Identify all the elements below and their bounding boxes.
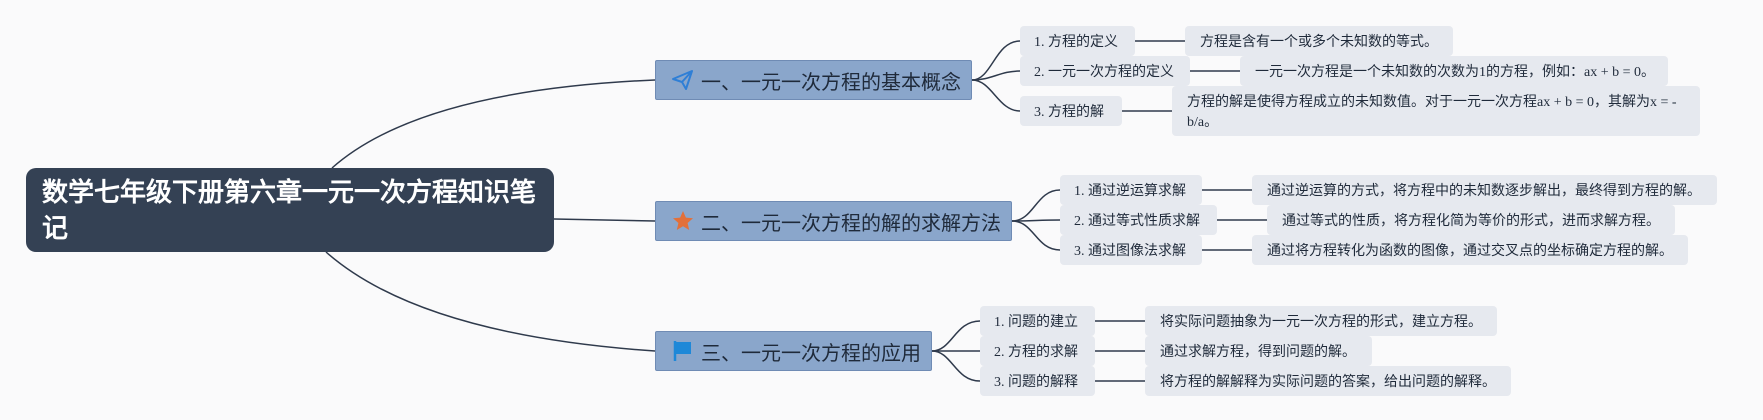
subtopic-label: 3. 通过图像法求解 [1074, 244, 1186, 259]
detail-3-2[interactable]: 通过求解方程，得到问题的解。 [1145, 336, 1372, 366]
send-icon [671, 68, 695, 92]
subtopic-3-1[interactable]: 1. 问题的建立 [980, 306, 1095, 336]
detail-text: 一元一次方程是一个未知数的次数为1的方程，例如：ax + b = 0。 [1255, 65, 1656, 80]
detail-2-2[interactable]: 通过等式的性质，将方程化简为等价的形式，进而求解方程。 [1267, 205, 1675, 235]
root-topic-title: 数学七年级下册第六章一元一次方程知识笔记 [42, 178, 537, 244]
connector-branch-2-item-3 [1011, 220, 1061, 251]
connector-branch-1-item-1 [971, 40, 1021, 81]
subtopic-label: 3. 方程的解 [1034, 105, 1104, 120]
subtopic-label: 1. 通过逆运算求解 [1074, 184, 1186, 199]
connector-branch-2-item-1 [1011, 189, 1061, 222]
star-icon [671, 209, 695, 233]
detail-text: 通过逆运算的方式，将方程中的未知数逐步解出，最终得到方程的解。 [1267, 184, 1701, 199]
detail-text: 通过等式的性质，将方程化简为等价的形式，进而求解方程。 [1282, 214, 1660, 229]
subtopic-label: 1. 问题的建立 [994, 315, 1078, 330]
detail-1-3[interactable]: 方程的解是使得方程成立的未知数值。对于一元一次方程ax + b = 0，其解为x… [1172, 86, 1700, 136]
subtopic-label: 2. 通过等式性质求解 [1074, 214, 1200, 229]
branch-topic-2-title: 二、一元一次方程的解的求解方法 [701, 210, 1001, 235]
detail-text: 方程的解是使得方程成立的未知数值。对于一元一次方程ax + b = 0，其解为x… [1187, 95, 1677, 130]
connector-branch-1-item-2 [971, 70, 1021, 81]
subtopic-2-3[interactable]: 3. 通过图像法求解 [1060, 235, 1202, 265]
branch-topic-1-title: 一、一元一次方程的基本概念 [701, 69, 961, 94]
subtopic-2-2[interactable]: 2. 通过等式性质求解 [1060, 205, 1217, 235]
flag-icon [671, 339, 695, 363]
connector-branch-1-item-3 [971, 79, 1021, 112]
connector-branch-3-item-1 [931, 320, 981, 352]
connector-root-to-branch-2 [553, 218, 656, 222]
detail-text: 将方程的解解释为实际问题的答案，给出问题的解释。 [1160, 375, 1496, 390]
subtopic-label: 2. 一元一次方程的定义 [1034, 65, 1174, 80]
subtopic-2-1[interactable]: 1. 通过逆运算求解 [1060, 175, 1202, 205]
subtopic-1-2[interactable]: 2. 一元一次方程的定义 [1020, 56, 1190, 86]
detail-text: 方程是含有一个或多个未知数的等式。 [1200, 35, 1438, 50]
detail-3-1[interactable]: 将实际问题抽象为一元一次方程的形式，建立方程。 [1145, 306, 1497, 336]
detail-1-1[interactable]: 方程是含有一个或多个未知数的等式。 [1185, 26, 1453, 56]
branch-topic-3[interactable]: 三、一元一次方程的应用 [655, 331, 932, 371]
detail-text: 通过将方程转化为函数的图像，通过交叉点的坐标确定方程的解。 [1267, 244, 1673, 259]
connector-root-to-branch-3 [325, 251, 656, 352]
subtopic-label: 3. 问题的解释 [994, 375, 1078, 390]
detail-2-1[interactable]: 通过逆运算的方式，将方程中的未知数逐步解出，最终得到方程的解。 [1252, 175, 1717, 205]
connector-branch-3-item-3 [931, 350, 981, 382]
subtopic-label: 2. 方程的求解 [994, 345, 1078, 360]
branch-topic-3-title: 三、一元一次方程的应用 [701, 340, 921, 365]
detail-text: 将实际问题抽象为一元一次方程的形式，建立方程。 [1160, 315, 1482, 330]
subtopic-1-1[interactable]: 1. 方程的定义 [1020, 26, 1135, 56]
subtopic-label: 1. 方程的定义 [1034, 35, 1118, 50]
detail-2-3[interactable]: 通过将方程转化为函数的图像，通过交叉点的坐标确定方程的解。 [1252, 235, 1688, 265]
subtopic-3-3[interactable]: 3. 问题的解释 [980, 366, 1095, 396]
root-topic[interactable]: 数学七年级下册第六章一元一次方程知识笔记 [26, 168, 554, 252]
detail-text: 通过求解方程，得到问题的解。 [1160, 345, 1356, 360]
connector-root-to-branch-1 [331, 79, 656, 169]
detail-1-2[interactable]: 一元一次方程是一个未知数的次数为1的方程，例如：ax + b = 0。 [1240, 56, 1668, 86]
detail-3-3[interactable]: 将方程的解解释为实际问题的答案，给出问题的解释。 [1145, 366, 1511, 396]
branch-topic-1[interactable]: 一、一元一次方程的基本概念 [655, 60, 972, 100]
subtopic-3-2[interactable]: 2. 方程的求解 [980, 336, 1095, 366]
branch-topic-2[interactable]: 二、一元一次方程的解的求解方法 [655, 201, 1012, 241]
subtopic-1-3[interactable]: 3. 方程的解 [1020, 96, 1122, 126]
